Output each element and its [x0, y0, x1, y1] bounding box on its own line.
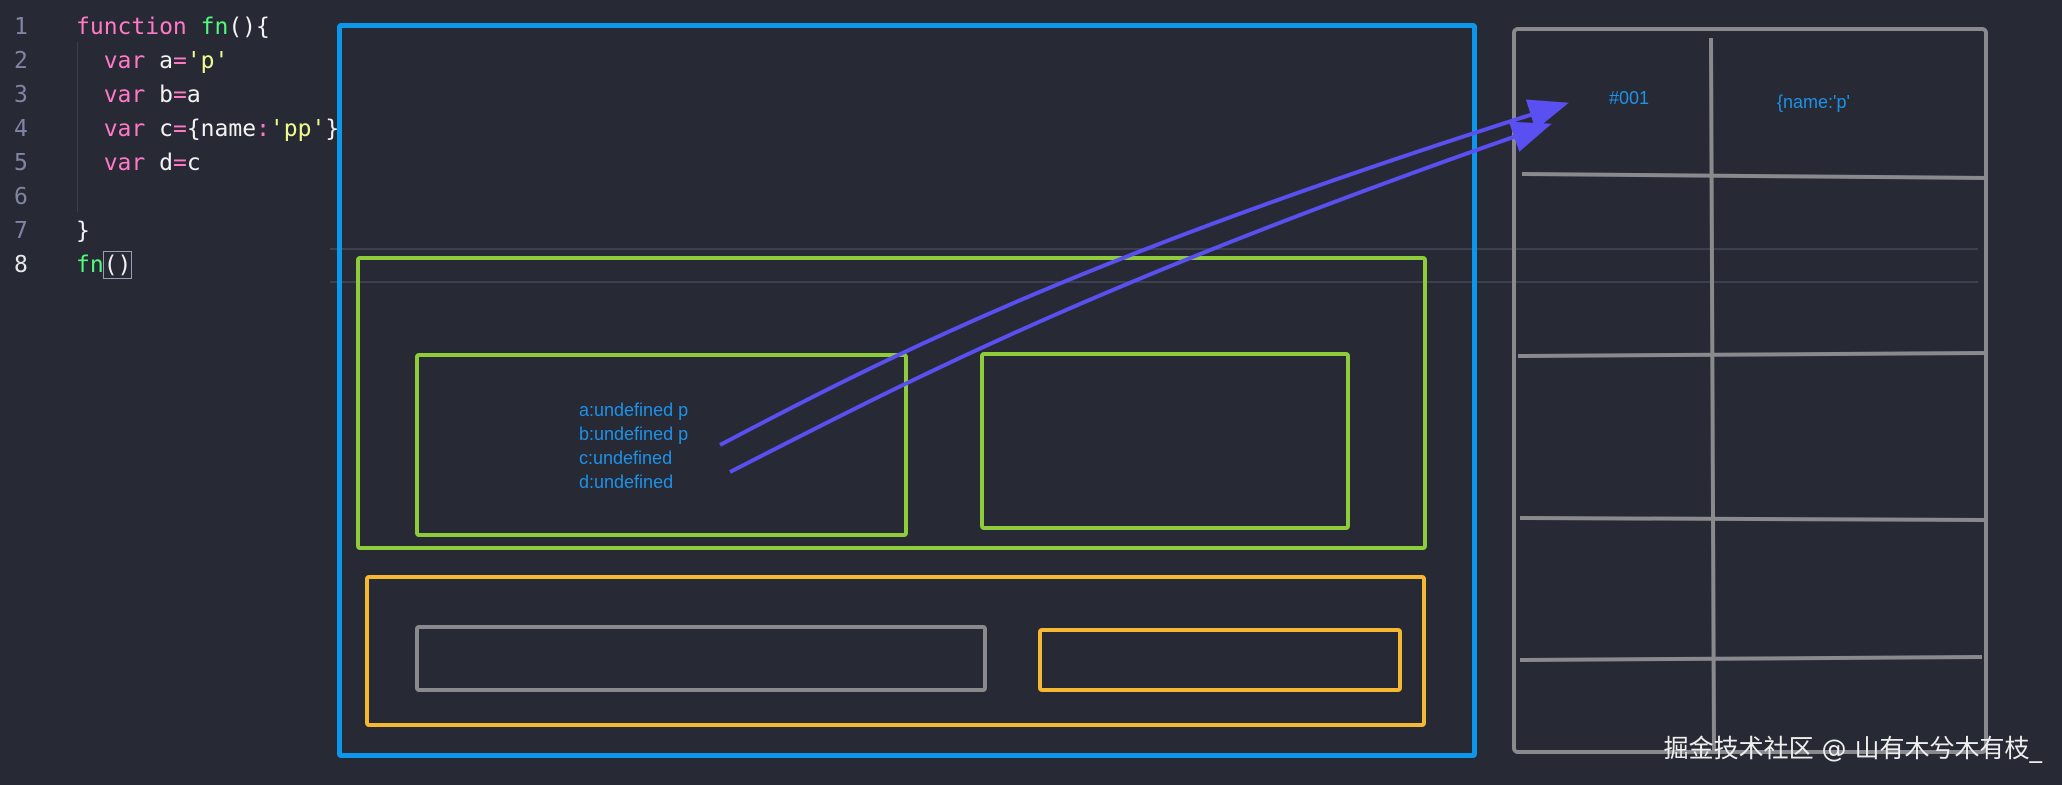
code-token: 'pp': [269, 116, 326, 142]
code-text[interactable]: var c={name:'pp'}: [76, 112, 339, 146]
reference-arrow-b: [729, 121, 1552, 474]
heap-address-label: #001: [1609, 88, 1650, 108]
execution-context-box: [356, 256, 1427, 550]
code-token: =: [172, 116, 187, 142]
lexical-environment-box: [980, 352, 1350, 530]
heap-table-row-divider: [1519, 655, 1983, 662]
current-line-highlight-top: [330, 248, 1978, 250]
code-token: {: [186, 116, 201, 142]
heap-table-row-divider: [1517, 351, 1987, 358]
heap-table-row-divider: [1521, 172, 1987, 180]
code-token: =: [172, 48, 187, 74]
line-number: 5: [14, 150, 28, 176]
line-number: 2: [14, 48, 28, 74]
code-token: d: [159, 150, 173, 176]
code-token: b: [159, 82, 173, 108]
line-number: 1: [14, 14, 28, 40]
code-text[interactable]: var a='p': [76, 44, 229, 78]
code-token: (): [102, 251, 133, 279]
code-text[interactable]: function fn(){: [76, 10, 270, 44]
current-line-highlight-bottom: [330, 281, 1978, 283]
code-token: fn: [76, 252, 104, 278]
reference-arrow-a: [719, 99, 1569, 447]
heap-table-border: [1512, 27, 1988, 754]
line-number: 7: [14, 218, 28, 244]
code-token: c: [159, 116, 173, 142]
code-token: var: [103, 150, 160, 176]
heap-table-row-divider: [1519, 516, 1987, 522]
variable-a: a:undefined p: [579, 400, 689, 420]
line-number: 6: [14, 184, 28, 210]
heap-table-column-divider: [1709, 37, 1716, 751]
global-context-box: [365, 575, 1426, 727]
code-token: :: [256, 116, 270, 142]
code-token: var: [103, 116, 160, 142]
code-token: (){: [228, 14, 270, 40]
execution-stack-box: [337, 23, 1477, 758]
variable-b: b:undefined p: [579, 424, 689, 444]
heap-table: [1512, 27, 1988, 754]
code-token: 'p': [186, 48, 229, 74]
code-token: fn: [200, 14, 229, 40]
code-text[interactable]: var d=c: [76, 146, 201, 180]
code-text[interactable]: var b=a: [76, 78, 201, 112]
code-token: function: [76, 14, 201, 40]
variable-d: d:undefined: [579, 472, 674, 492]
variable-list: a:undefined p b:undefined p c:undefined …: [579, 398, 688, 494]
code-token: a: [186, 82, 201, 108]
line-number: 8: [14, 252, 28, 278]
code-text[interactable]: }: [76, 214, 90, 248]
watermark: 掘金技术社区 @ 山有木兮木有枝_: [1663, 734, 2042, 763]
code-token: }: [325, 116, 340, 142]
code-token: a: [159, 48, 173, 74]
code-text[interactable]: fn(): [76, 248, 133, 282]
code-token: =: [172, 82, 187, 108]
global-variable-box: [415, 625, 987, 692]
indent-guide: [77, 42, 78, 212]
code-token: var: [103, 82, 160, 108]
code-token: c: [186, 150, 201, 176]
variable-environment-box: [415, 353, 908, 537]
variable-c: c:undefined: [579, 448, 673, 468]
line-number: 4: [14, 116, 28, 142]
code-token: name: [200, 116, 257, 142]
code-token: var: [103, 48, 160, 74]
line-number: 3: [14, 82, 28, 108]
code-token: }: [76, 218, 90, 244]
heap-value-label: {name:'p': [1777, 92, 1850, 112]
code-token: =: [172, 150, 187, 176]
global-lexical-box: [1038, 628, 1402, 692]
